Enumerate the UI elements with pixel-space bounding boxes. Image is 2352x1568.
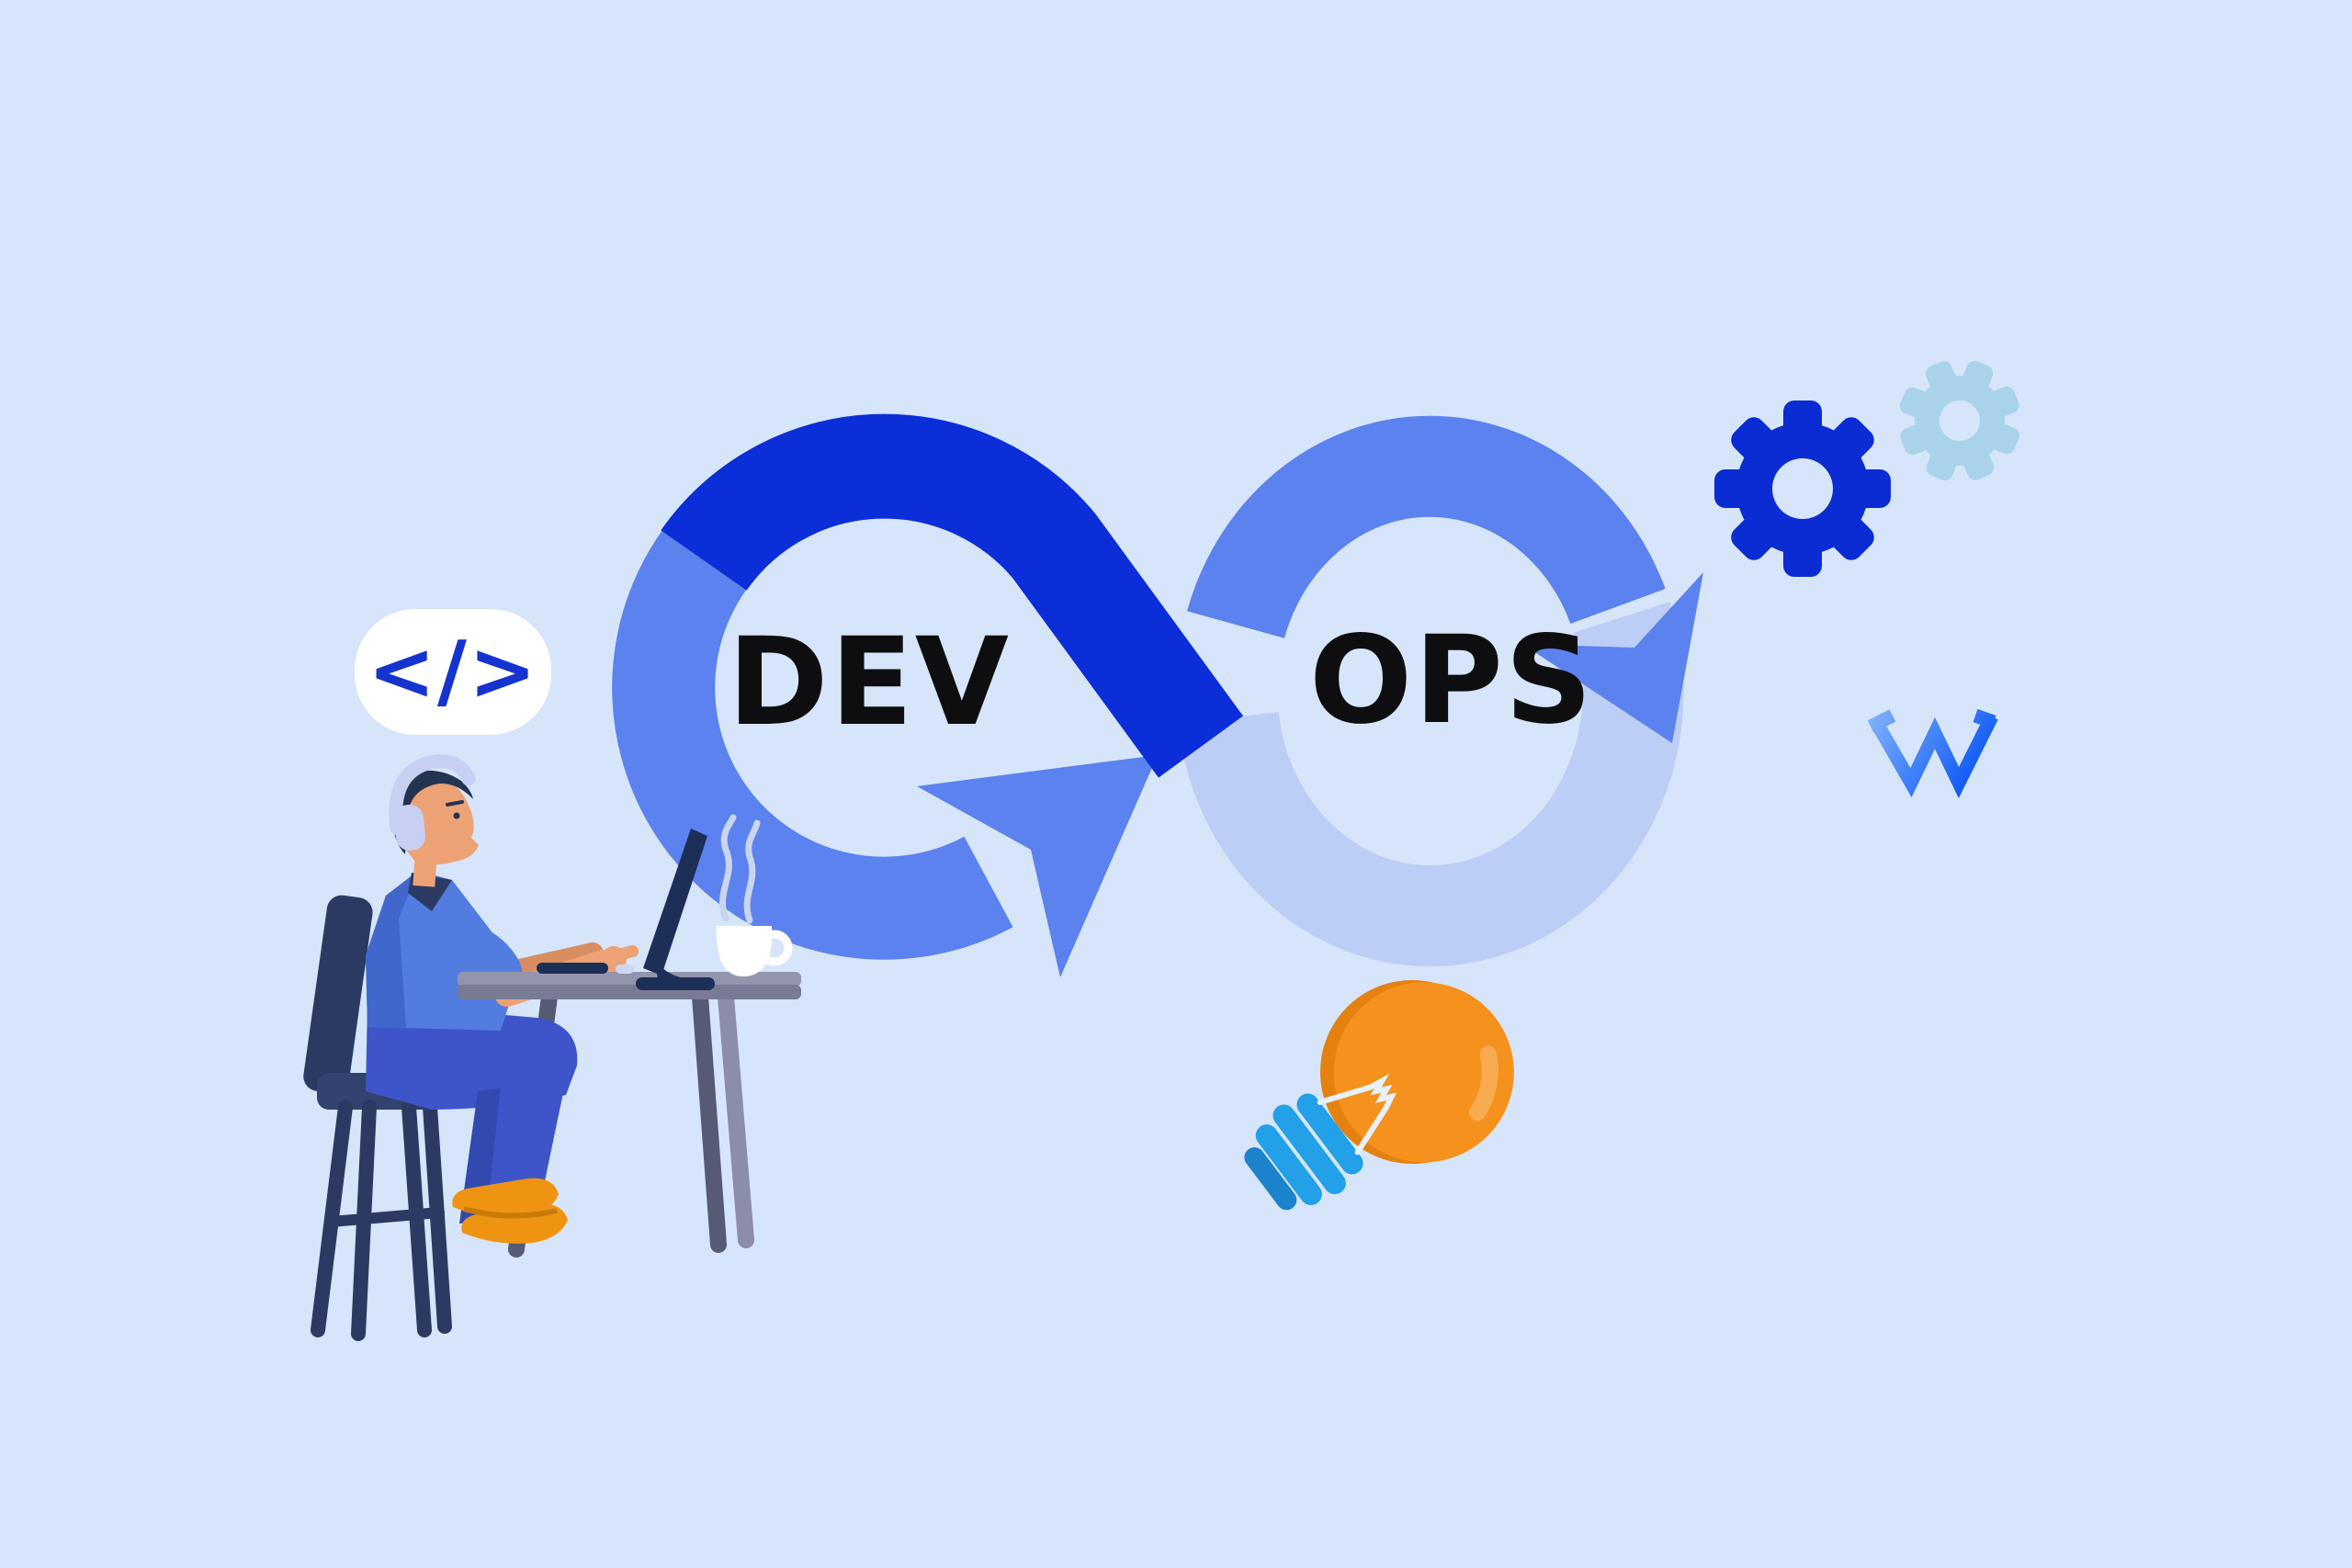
dev-loop-segment [612,485,1013,960]
gear-large-icon [1714,400,1891,577]
bulb-filament [1317,1073,1397,1156]
hair [390,770,473,854]
code-badge-pill [355,609,551,735]
headphones-icon [389,754,476,852]
dev-label: DEV [728,612,1011,753]
desk [458,972,801,999]
keyboard-icon [537,963,608,974]
ops-label: OPS [1309,610,1594,751]
dev-arrow [917,755,1158,977]
hand [615,944,639,961]
steam [719,814,761,924]
code-icon: </> [368,624,538,718]
monitor-icon [636,829,715,990]
eye [453,812,460,819]
mouse-icon [616,964,634,974]
lightbulb-icon [1244,980,1514,1211]
shin [489,1071,568,1196]
gear-small-icon [1899,360,2020,481]
code-badge: </> [355,609,551,735]
ops-arrow [1522,572,1703,743]
torso-shadow [366,871,418,1029]
bulb-base [1244,1093,1363,1211]
coffee-mug-icon [716,814,793,976]
ops-loop-segment [1187,415,1666,639]
eyebrow [446,800,464,807]
chair [303,895,452,1341]
dev-loop-dark-segment [661,413,1244,778]
developer-at-desk [303,754,801,1341]
infinity-loop [612,413,1703,977]
w-logo-icon [1867,708,1998,799]
ops-loop-light-segment [1178,602,1684,966]
